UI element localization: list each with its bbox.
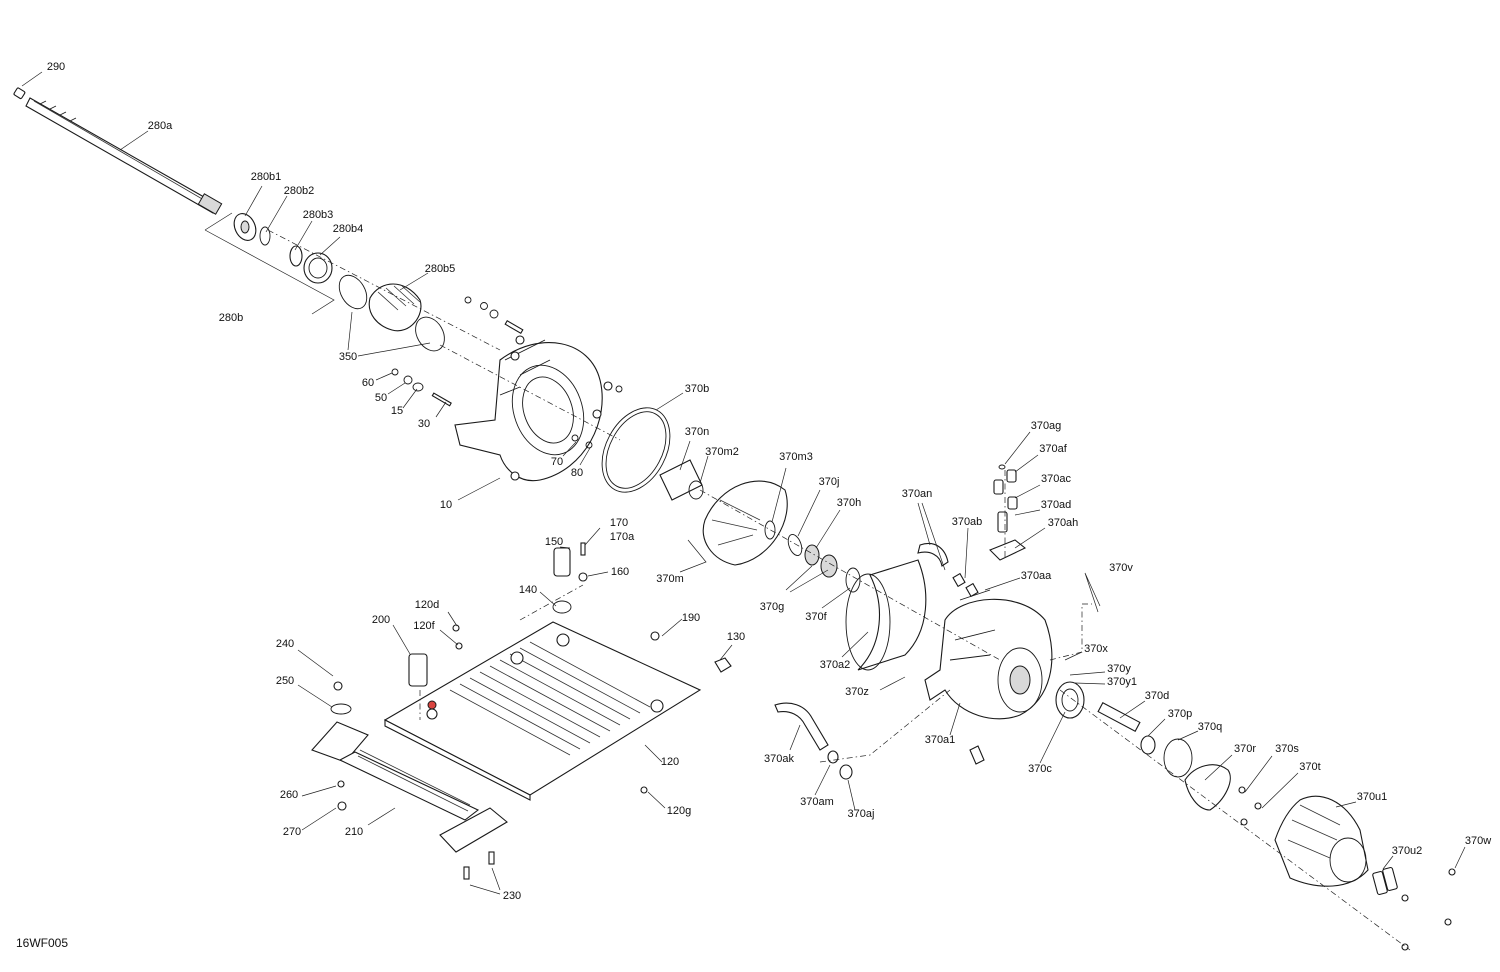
callout-370v: 370v xyxy=(1109,562,1133,574)
callout-130: 130 xyxy=(726,631,746,643)
callout-150: 150 xyxy=(544,536,564,548)
callout-170a: 170a xyxy=(609,531,635,543)
callout-210: 210 xyxy=(344,826,364,838)
callout-370w: 370w xyxy=(1464,835,1492,847)
callout-370ah: 370ah xyxy=(1047,517,1079,529)
ride-plate-fittings xyxy=(408,542,732,794)
callout-370a1: 370a1 xyxy=(924,734,956,746)
leader-lines xyxy=(21,71,1466,895)
callout-370y: 370y xyxy=(1107,663,1131,675)
impeller-rings xyxy=(787,534,861,593)
callout-240: 240 xyxy=(275,638,295,650)
callout-370a2: 370a2 xyxy=(819,659,851,671)
bellows-boot-group xyxy=(338,274,445,352)
callout-370x: 370x xyxy=(1084,643,1108,655)
callout-10: 10 xyxy=(439,499,453,511)
callout-370ad: 370ad xyxy=(1040,499,1072,511)
callout-370c: 370c xyxy=(1028,763,1052,775)
intake-grate xyxy=(311,681,508,880)
seal-carrier-group xyxy=(204,212,335,315)
callout-160: 160 xyxy=(610,566,630,578)
callout-370f: 370f xyxy=(805,611,827,623)
callout-120: 120 xyxy=(660,756,680,768)
callout-70: 70 xyxy=(550,456,564,468)
callout-370g: 370g xyxy=(759,601,785,613)
callout-370z: 370z xyxy=(845,686,869,698)
callout-140: 140 xyxy=(518,584,538,596)
callout-370r: 370r xyxy=(1233,743,1257,755)
callout-370aa: 370aa xyxy=(1020,570,1052,582)
callout-370j: 370j xyxy=(818,476,840,488)
ride-plate xyxy=(383,621,702,801)
callout-370n: 370n xyxy=(684,426,710,438)
figure-code: 16WF005 xyxy=(16,936,69,950)
callout-370an: 370an xyxy=(901,488,933,500)
callout-370y1: 370y1 xyxy=(1107,676,1137,688)
callout-370m3: 370m3 xyxy=(779,451,813,463)
drive-shaft-assembly xyxy=(13,87,223,215)
callout-280b4: 280b4 xyxy=(332,223,364,235)
callout-370b: 370b xyxy=(684,383,710,395)
callout-280b3: 280b3 xyxy=(302,209,334,221)
callout-120g: 120g xyxy=(666,805,692,817)
callout-120d: 120d xyxy=(414,599,440,611)
callout-230: 230 xyxy=(502,890,522,902)
pump-housing xyxy=(924,589,1053,765)
callout-370t: 370t xyxy=(1299,761,1321,773)
callout-30: 30 xyxy=(417,418,431,430)
callout-280b1: 280b1 xyxy=(250,171,282,183)
callout-370ac: 370ac xyxy=(1041,473,1071,485)
callout-280b5: 280b5 xyxy=(424,263,456,275)
callout-370m2: 370m2 xyxy=(705,446,739,458)
callout-370ab: 370ab xyxy=(951,516,983,528)
callout-370aj: 370aj xyxy=(847,808,875,820)
wear-ring-and-impeller-group xyxy=(601,407,788,566)
callout-370ak: 370ak xyxy=(764,753,794,765)
pump-shaft-group xyxy=(1055,681,1231,811)
callout-260: 260 xyxy=(279,789,299,801)
callout-350: 350 xyxy=(338,351,358,363)
callout-290: 290 xyxy=(46,61,66,73)
callout-370m: 370m xyxy=(656,573,684,585)
callout-370s: 370s xyxy=(1275,743,1299,755)
callout-280b2: 280b2 xyxy=(283,185,315,197)
callout-280a: 280a xyxy=(147,120,173,132)
callout-370ag: 370ag xyxy=(1030,420,1062,432)
callout-370u1: 370u1 xyxy=(1356,791,1388,803)
callout-370am: 370am xyxy=(800,796,834,808)
callout-280b: 280b xyxy=(218,312,244,324)
callout-120f: 120f xyxy=(413,620,435,632)
callout-200: 200 xyxy=(371,614,391,626)
callout-370d: 370d xyxy=(1144,690,1170,702)
callout-370u2: 370u2 xyxy=(1391,845,1423,857)
assembly-axis-lines xyxy=(267,229,1411,951)
pump-support-housing xyxy=(454,335,613,482)
venturi-nozzle xyxy=(1274,795,1369,887)
callout-250: 250 xyxy=(275,675,295,687)
callout-370q: 370q xyxy=(1197,721,1223,733)
callout-370p: 370p xyxy=(1167,708,1193,720)
callout-370af: 370af xyxy=(1039,443,1067,455)
bailer-hose-group xyxy=(774,702,853,780)
housing-fasteners xyxy=(391,296,623,449)
callout-270: 270 xyxy=(282,826,302,838)
callout-50: 50 xyxy=(374,392,388,404)
wear-ring xyxy=(845,559,927,671)
callout-190: 190 xyxy=(681,612,701,624)
callout-60: 60 xyxy=(361,377,375,389)
callout-170: 170 xyxy=(609,517,629,529)
callout-15: 15 xyxy=(390,405,404,417)
pump-top-fittings xyxy=(917,464,1027,598)
callout-80: 80 xyxy=(570,467,584,479)
callout-370h: 370h xyxy=(836,497,862,509)
